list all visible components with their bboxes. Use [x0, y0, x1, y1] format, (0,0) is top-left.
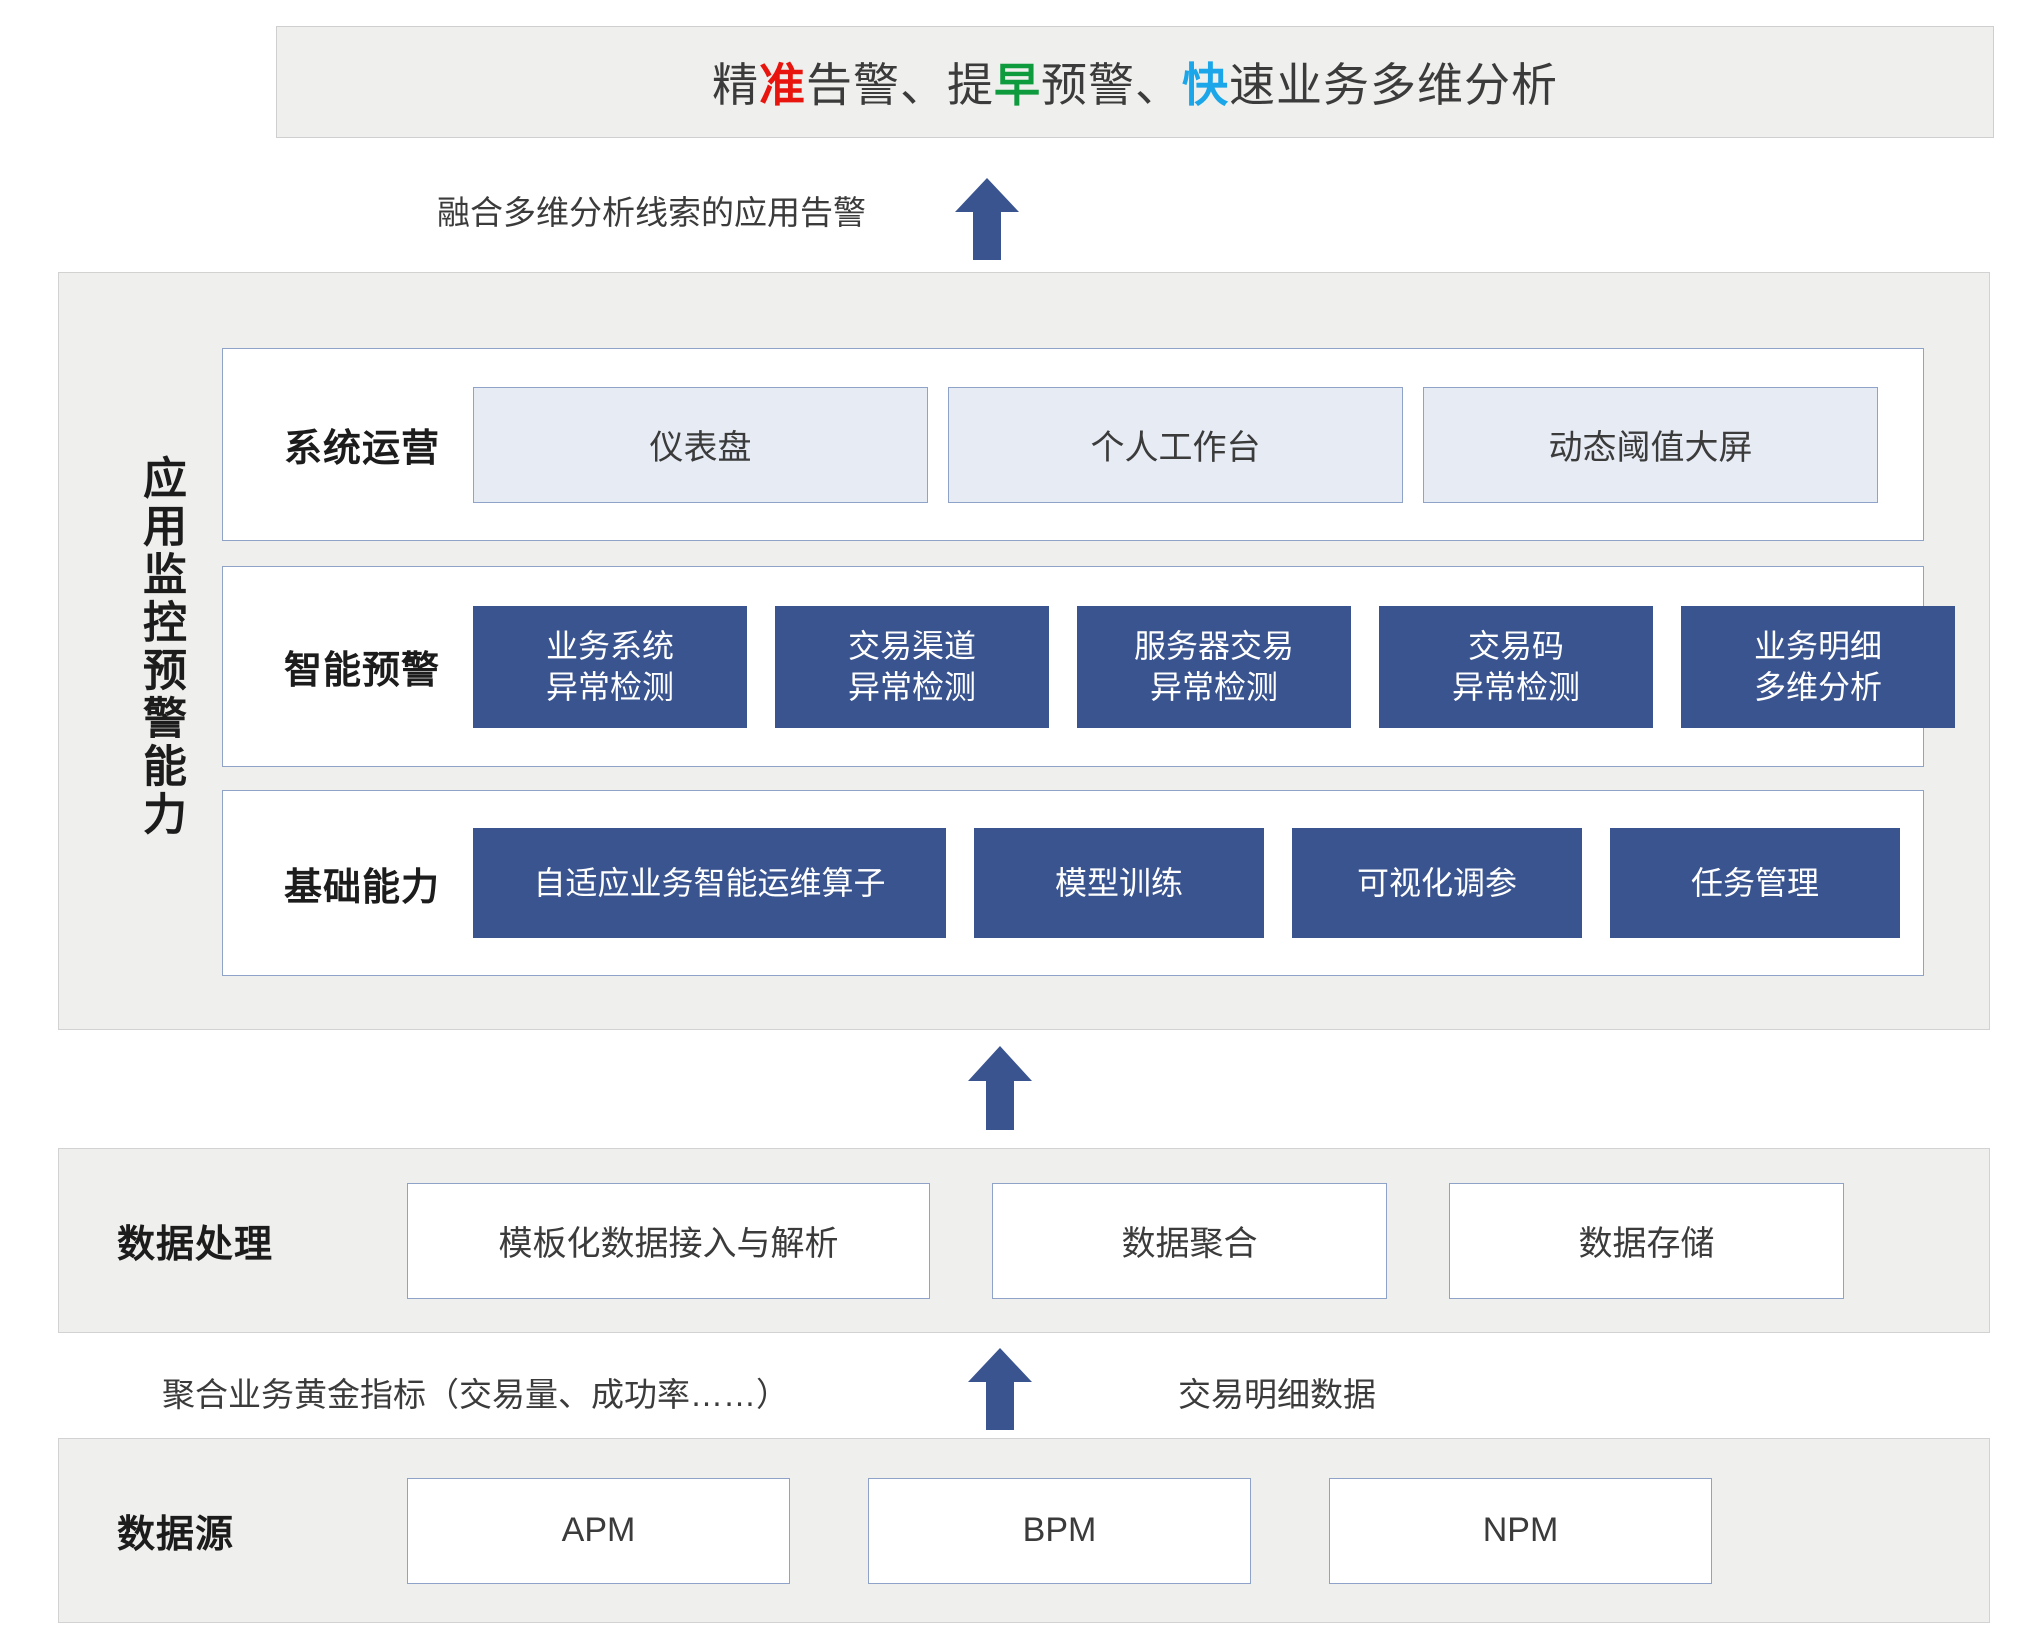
- top-arrow-label: 融合多维分析线索的应用告警: [437, 194, 866, 231]
- row-cells-basic-capability: 自适应业务智能运维算子 模型训练 可视化调参 任务管理: [473, 791, 1923, 975]
- cell-line2: 异常检测: [1451, 668, 1580, 705]
- row-basic-capability: 基础能力 自适应业务智能运维算子 模型训练 可视化调参 任务管理: [222, 790, 1924, 976]
- cell-apm[interactable]: APM: [407, 1477, 790, 1584]
- cell-transaction-channel-anomaly[interactable]: 交易渠道 异常检测: [775, 605, 1049, 728]
- cell-dynamic-threshold-screen[interactable]: 动态阈值大屏: [1423, 386, 1878, 503]
- cell-line1: 业务明细: [1753, 627, 1882, 664]
- cell-business-detail-multidim[interactable]: 业务明细 多维分析: [1681, 605, 1955, 728]
- up-arrow-icon-bottom: [968, 1348, 1032, 1430]
- cell-line1: 业务系统: [545, 627, 674, 664]
- headline-text: 精准告警、提早预警、快速业务多维分析: [712, 49, 1558, 115]
- data-source-panel: 数据源 APM BPM NPM: [58, 1438, 1990, 1623]
- cell-line2: 异常检测: [847, 668, 976, 705]
- up-arrow-icon-top: [955, 178, 1019, 260]
- cell-line1: 交易渠道: [847, 627, 976, 664]
- cell-line1: 交易码: [1467, 627, 1564, 664]
- cell-npm[interactable]: NPM: [1329, 1477, 1712, 1584]
- panel-vertical-title: 应用监控预警能力: [136, 455, 185, 839]
- headline-seg-fast: 快: [1182, 59, 1229, 111]
- cell-task-management[interactable]: 任务管理: [1610, 828, 1900, 938]
- headline-seg-5: 预警、: [1041, 59, 1182, 111]
- cell-data-storage[interactable]: 数据存储: [1449, 1182, 1844, 1299]
- headline-seg-accurate: 准: [759, 59, 806, 111]
- row-intelligent-warning: 智能预警 业务系统 异常检测 交易渠道 异常检测 服务器交易 异常检测 交易码 …: [222, 566, 1955, 767]
- cell-server-transaction-anomaly[interactable]: 服务器交易 异常检测: [1077, 605, 1351, 728]
- section-label-data-processing: 数据处理: [117, 1224, 274, 1266]
- cell-dashboard[interactable]: 仪表盘: [473, 386, 928, 503]
- cell-line2: 异常检测: [1149, 668, 1278, 705]
- headline-seg-early: 早: [994, 59, 1041, 111]
- row-label-basic-capability: 基础能力: [283, 866, 440, 909]
- cell-adaptive-aiops-operator[interactable]: 自适应业务智能运维算子: [473, 828, 946, 938]
- cell-data-aggregation[interactable]: 数据聚合: [992, 1182, 1387, 1299]
- cell-line2: 异常检测: [545, 668, 674, 705]
- cell-personal-workbench[interactable]: 个人工作台: [948, 386, 1403, 503]
- cell-visual-parameter-tuning[interactable]: 可视化调参: [1292, 828, 1582, 938]
- data-processing-panel: 数据处理 模板化数据接入与解析 数据聚合 数据存储: [58, 1148, 1990, 1333]
- cell-line1: 服务器交易: [1133, 627, 1294, 664]
- headline-seg-7: 速业务多维分析: [1229, 59, 1558, 111]
- cell-business-system-anomaly[interactable]: 业务系统 异常检测: [473, 605, 747, 728]
- cell-template-ingest-parse[interactable]: 模板化数据接入与解析: [407, 1182, 930, 1299]
- cell-model-training[interactable]: 模型训练: [974, 828, 1264, 938]
- row-cells-system-operations: 仪表盘 个人工作台 动态阈值大屏: [473, 349, 1923, 540]
- cell-line2: 多维分析: [1753, 668, 1882, 705]
- row-label-system-operations: 系统运营: [283, 428, 440, 470]
- bottom-right-flow-label: 交易明细数据: [1178, 1376, 1376, 1413]
- cell-transaction-code-anomaly[interactable]: 交易码 异常检测: [1379, 605, 1653, 728]
- headline-seg-1: 精: [712, 59, 759, 111]
- up-arrow-icon-middle: [968, 1046, 1032, 1130]
- row-label-intelligent-warning: 智能预警: [283, 650, 440, 692]
- row-system-operations: 系统运营 仪表盘 个人工作台 动态阈值大屏: [222, 348, 1924, 541]
- cell-bpm[interactable]: BPM: [868, 1477, 1251, 1584]
- headline-seg-3: 告警、提: [806, 59, 994, 111]
- row-cells-intelligent-warning: 业务系统 异常检测 交易渠道 异常检测 服务器交易 异常检测 交易码 异常检测: [473, 567, 1955, 766]
- bottom-left-flow-label: 聚合业务黄金指标（交易量、成功率……）: [162, 1376, 789, 1413]
- headline-banner: 精准告警、提早预警、快速业务多维分析: [276, 26, 1994, 138]
- section-label-data-source: 数据源: [117, 1514, 235, 1556]
